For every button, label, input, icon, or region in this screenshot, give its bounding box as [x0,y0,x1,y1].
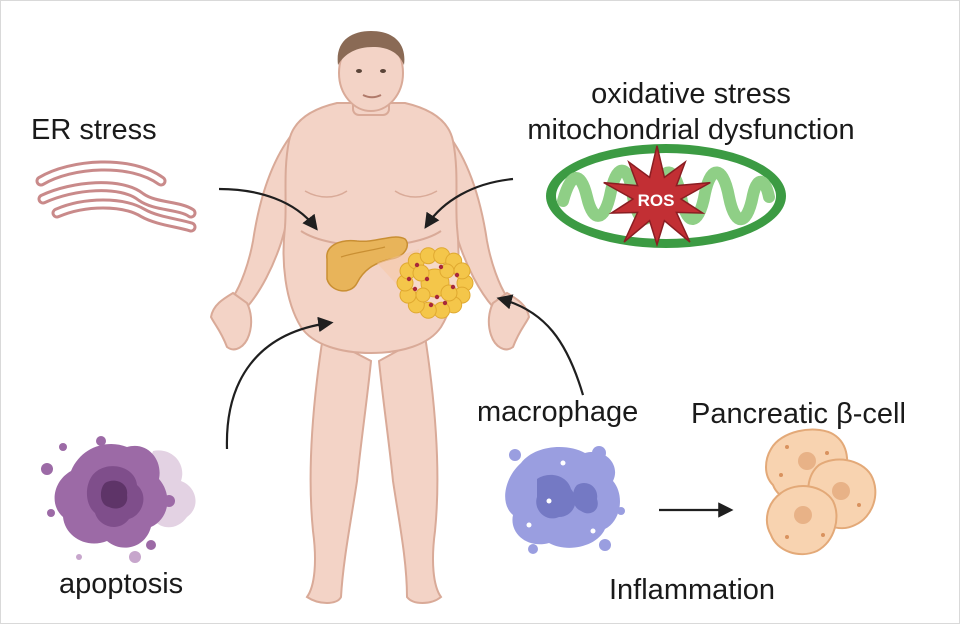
left-hand [209,291,253,351]
arrow-macrophage-to-body [496,294,585,396]
adipose-immune-dot [450,284,456,290]
macrophage-icon [505,446,625,554]
inflammation-label: Inflammation [609,574,776,606]
apoptotic-cell-icon [41,436,196,563]
adipocyte [439,263,455,279]
adipose-immune-dot [434,294,440,300]
right-eye [380,69,386,73]
left-leg [305,334,373,604]
ros-label: ROS [638,191,675,210]
ros-star-icon: ROS [603,145,711,248]
adipose-tissue-cluster [396,247,474,319]
macrophage-label: macrophage [477,396,639,428]
adipose-immune-dot [412,286,418,292]
adipose-immune-dot [442,300,448,306]
adipose-immune-dot [438,264,444,270]
adipose-immune-dot [428,302,434,308]
left-eye [356,69,362,73]
arrows [218,177,734,518]
arrow-apoptosis-to-body [225,316,334,450]
er-membrane-icon [35,160,197,233]
chest-line-left [304,190,348,198]
arrow-mito-to-body [424,177,514,229]
er-stress-label: ER stress [31,114,157,146]
pancreas [326,236,409,292]
arrow-er-to-body [218,187,318,231]
mitochondrial-dysfunction-label: mitochondrial dysfunction [527,114,855,146]
mouth [362,94,382,99]
adipose-immune-dot [454,272,460,278]
apoptosis-label: apoptosis [59,568,184,600]
human-body-figure [209,31,531,604]
adipose-immune-dot [406,276,412,282]
beta-cell-label: Pancreatic β-cell [691,398,906,430]
adipose-immune-dot [424,276,430,282]
hair [337,31,405,65]
adipocyte [415,287,431,303]
right-leg [377,334,443,604]
oxidative-stress-label: oxidative stress [591,78,791,110]
chest-line-right [394,190,438,198]
adipocyte [412,264,430,282]
adipose-immune-dot [414,262,420,268]
beta-cell-cluster-icon [765,428,877,556]
